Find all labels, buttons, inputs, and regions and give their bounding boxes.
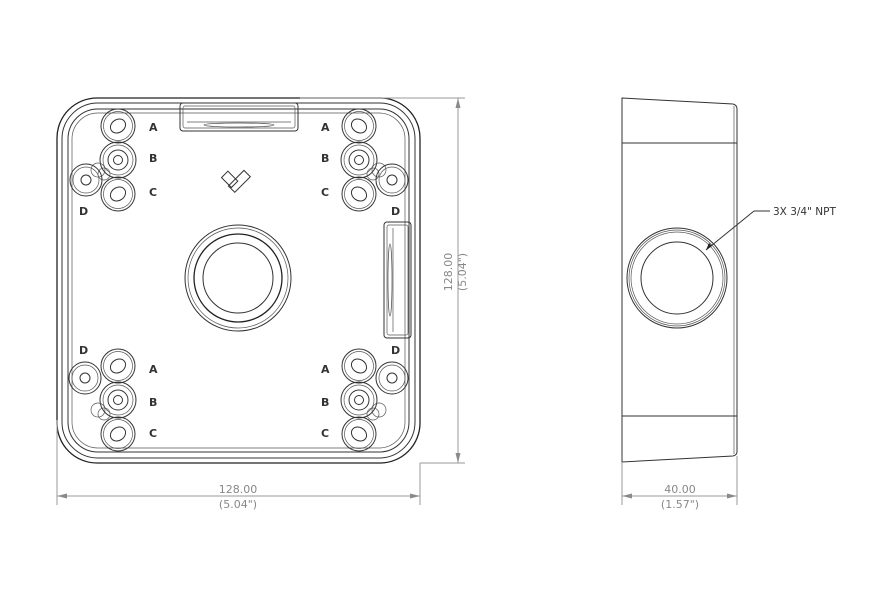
front-view: A B C D A B C D D A B C D A B C [56,97,421,464]
label-tl-c: C [149,186,157,199]
mount-cluster-bottom-left [68,348,137,452]
port-labels: A B C D A B C D D A B C D A B C [79,121,400,440]
side-conduit-port [626,227,728,329]
mount-cluster-top-left [69,108,137,212]
height-mm-text: 128.00 [442,253,455,292]
checkmark-logo-icon [220,169,252,194]
label-tr-d: D [391,205,400,218]
npt-callout: 3X 3/4" NPT [705,206,836,251]
label-bl-a: A [149,363,158,376]
label-tr-b: B [321,152,329,165]
width-dimension: 128.00 (5.04") [56,420,421,511]
mount-cluster-top-right [340,108,409,212]
label-bl-b: B [149,396,157,409]
npt-callout-text: 3X 3/4" NPT [773,206,836,218]
label-bl-d: D [79,344,88,357]
label-br-b: B [321,396,329,409]
depth-mm-text: 40.00 [664,483,696,496]
label-tl-a: A [149,121,158,134]
box-outline [56,97,421,464]
label-br-d: D [391,344,400,357]
width-in-text: (5.04") [219,498,257,511]
height-dimension: 128.00 (5.04") [300,97,469,464]
right-conduit-port [383,221,412,339]
label-br-a: A [321,363,330,376]
height-in-text: (5.04") [456,253,469,291]
label-tr-a: A [321,121,330,134]
label-tr-c: C [321,186,329,199]
top-conduit-port [179,102,299,132]
side-view: 3X 3/4" NPT [621,97,836,463]
center-knockout [184,224,292,332]
label-bl-c: C [149,427,157,440]
label-tl-b: B [149,152,157,165]
depth-in-text: (1.57") [661,498,699,511]
label-br-c: C [321,427,329,440]
label-tl-d: D [79,205,88,218]
depth-dimension: 40.00 (1.57") [621,456,738,511]
width-mm-text: 128.00 [219,483,258,496]
mount-cluster-bottom-right [340,348,409,452]
